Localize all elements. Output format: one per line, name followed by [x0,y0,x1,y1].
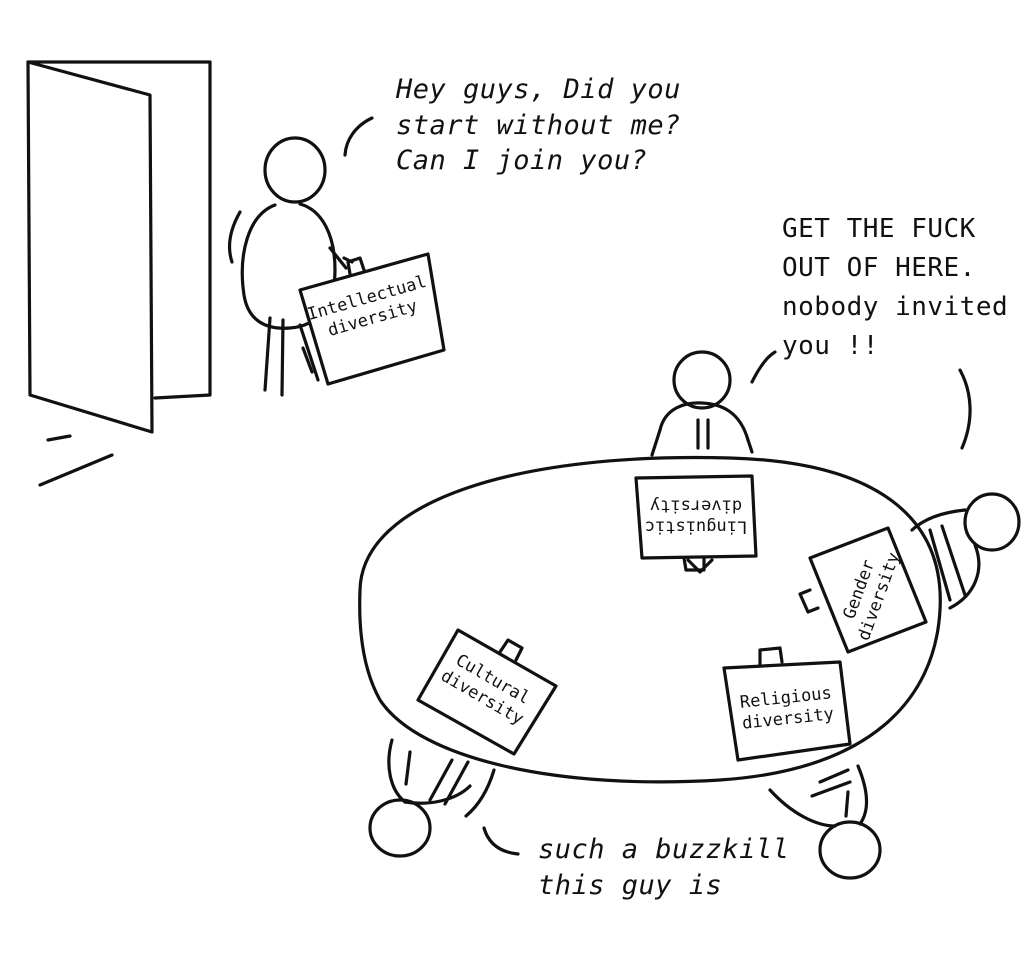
newcomer-figure [227,136,354,397]
buzzkill-speech: such a buzzkill this guy is [538,834,790,901]
cultural-diversity-briefcase [416,628,558,756]
newcomer-speech: Hey guys, Did you start without me? Can … [396,74,681,177]
speech-tick-newcomer [343,116,374,157]
top-person [650,350,754,574]
religious-diversity-briefcase [722,646,852,762]
right-person [910,492,1021,610]
linguistic-diversity-label: Linguistic diversity [644,495,748,537]
speech-tick-right [958,368,972,450]
gender-diversity-briefcase [798,526,928,654]
bottom-left-person [368,738,496,858]
speech-tick-top [750,350,777,384]
linguistic-diversity-briefcase [634,474,758,572]
speech-tick-bottom [482,826,520,856]
intellectual-diversity-briefcase [298,252,446,386]
table-reply-speech: GET THE FUCK OUT OF HERE. nobody invited… [782,214,1009,361]
open-door [26,60,212,487]
bottom-right-person [768,764,882,880]
